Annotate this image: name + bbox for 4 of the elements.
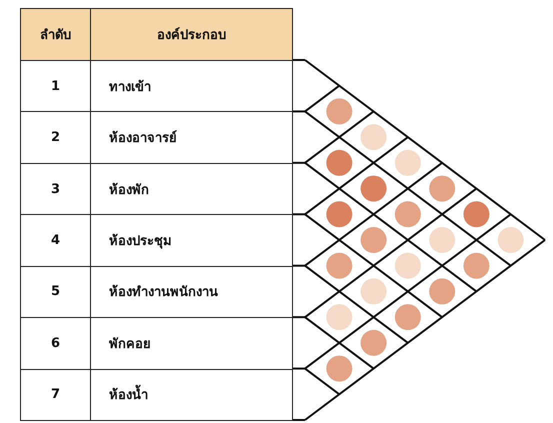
header-cell: ลำดับ <box>20 8 91 61</box>
table-cell: 7 <box>20 368 91 421</box>
table-cell: ห้องน้ำ <box>90 368 293 421</box>
header-cell: องค์ประกอบ <box>90 8 293 61</box>
